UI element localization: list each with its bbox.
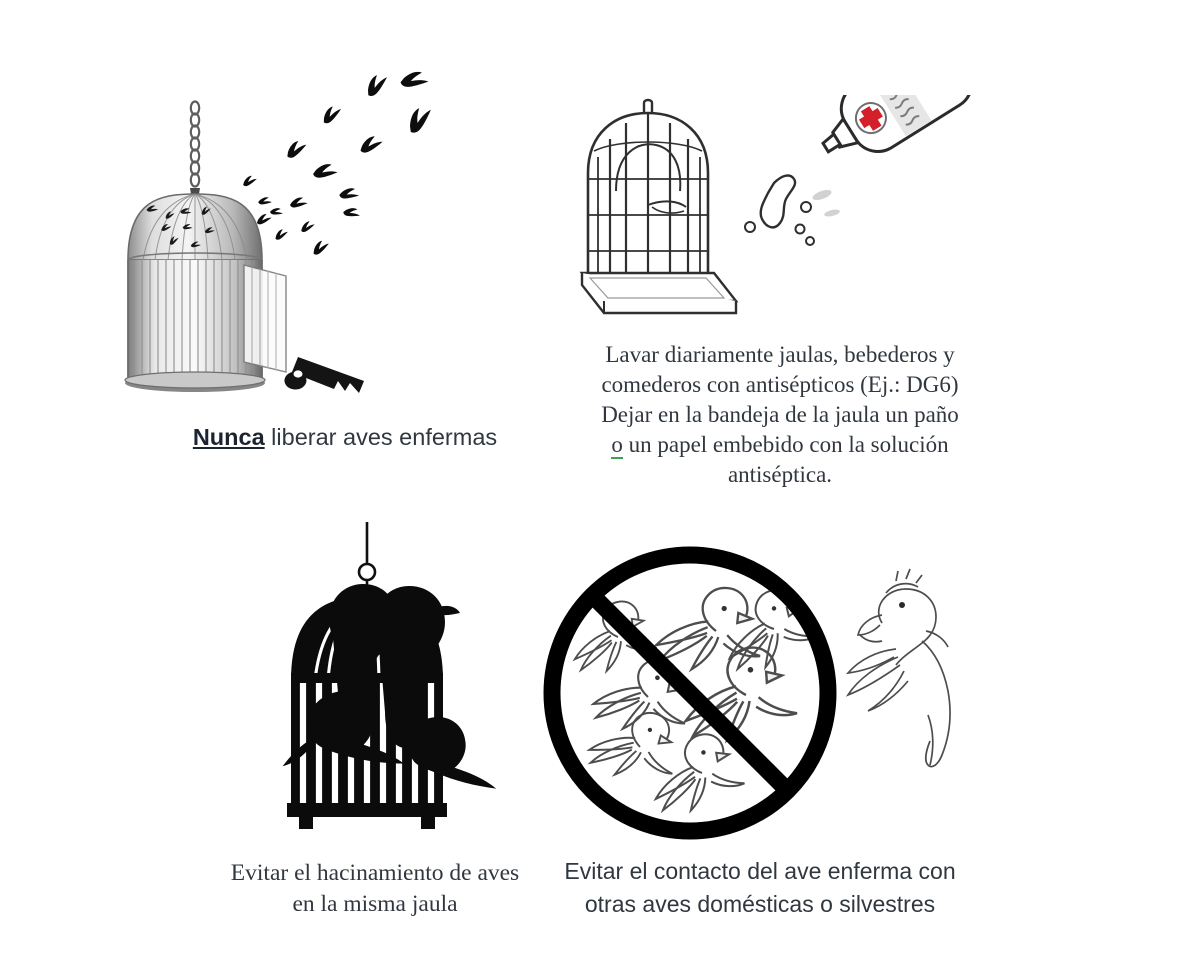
caption-line-3: Dejar en la bandeja de la jaula un paño [601,401,959,427]
cage-key [284,357,364,393]
parrot-eye [899,602,905,608]
caption-cage-wash: Lavar diariamente jaulas, bebederos y co… [550,340,1010,489]
illustration-open-birdcage-birds-flying-out [110,60,580,400]
cage-chain [189,100,201,188]
caption-rest: liberar aves enfermas [264,424,498,450]
caption-emphasis-nunca: Nunca [192,424,265,450]
wash-cage [586,98,710,275]
panel-no-contact: Evitar el contacto del ave enferma con o… [530,545,990,945]
caption-cage-release: Nunca liberar aves enfermas [110,422,580,453]
caption-no-contact: Evitar el contacto del ave enferma con o… [540,855,980,920]
red-cross-icon [858,106,883,131]
liquid-droplets [744,201,815,246]
bottle-nozzle [821,131,843,154]
cage-foot-right [421,817,435,829]
illustration-birdcage-disinfectant-bottle [560,95,1000,320]
caption-line-2: comederos con antisépticos (Ej.: DG6) [601,371,959,397]
caption-line-2: en la misma jaula [292,891,458,918]
cage-open-door [243,264,287,373]
birds-flying-out [241,68,437,256]
prohibition-sign [543,546,837,840]
caption-cage-crowded: Evitar el hacinamiento de aves en la mis… [195,858,555,920]
panel-cage-crowded: Evitar el hacinamiento de aves en la mis… [195,520,555,940]
cage-hook [642,98,654,113]
grammar-flagged-word: o [611,431,623,459]
disinfectant-bottle [821,95,974,154]
birds-inside [282,584,497,789]
caption-line-4-rest: un papel embebido con la solución [622,431,949,457]
parrot-sketch [845,568,951,768]
cage-foot-left [299,817,313,829]
caption-line-5: antiséptica. [727,461,833,487]
caption-line-2: otras aves domésticas o silvestres [584,890,936,917]
parrot-crest [895,568,923,584]
liquid-mist [812,189,840,217]
cage-base-bar [287,803,447,817]
bottle-label-band [869,95,932,137]
cage-dome-ribs [142,193,248,261]
caption-line-1: Lavar diariamente jaulas, bebederos y [605,342,955,367]
cage-body [128,260,262,382]
cage-tray [579,271,739,315]
liquid-splash [759,174,797,229]
panel-cage-wash: Lavar diariamente jaulas, bebederos y co… [560,95,1000,495]
bottle-label-text-squiggle [889,95,920,126]
illustration-silhouette-birdcage-crowded [195,520,555,840]
caption-line-1: Evitar el hacinamiento de aves [230,860,520,886]
caption-line-1: Evitar el contacto del ave enferma con [564,858,956,884]
panel-cage-release: Nunca liberar aves enfermas [110,60,580,480]
caption-line-4: o un papel embebido con la solución [550,430,1010,460]
illustration-prohibition-flock-and-parrot [530,545,990,845]
